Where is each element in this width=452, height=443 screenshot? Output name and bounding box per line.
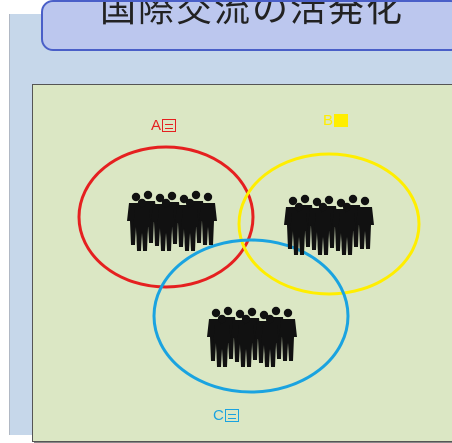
slide-title: 国際交流の活発化 <box>43 0 452 32</box>
group-a-letter: A <box>151 117 161 134</box>
country-flag-icon <box>334 114 348 127</box>
people-group-icon <box>127 191 217 251</box>
slide-frame: 国際交流の活発化 <box>9 14 452 435</box>
group-label-b: B <box>323 112 348 129</box>
country-flag-icon <box>162 119 176 132</box>
group-label-a: A <box>151 117 176 134</box>
group-label-c: C <box>213 407 239 424</box>
venn-diagram <box>33 85 452 443</box>
people-group-icon <box>207 307 297 367</box>
title-box: 国際交流の活発化 <box>41 0 452 51</box>
country-flag-icon <box>225 409 239 422</box>
people-group-icon <box>284 195 374 255</box>
group-c-letter: C <box>213 407 224 424</box>
venn-diagram-panel: A B C <box>32 84 452 442</box>
group-b-letter: B <box>323 112 333 129</box>
